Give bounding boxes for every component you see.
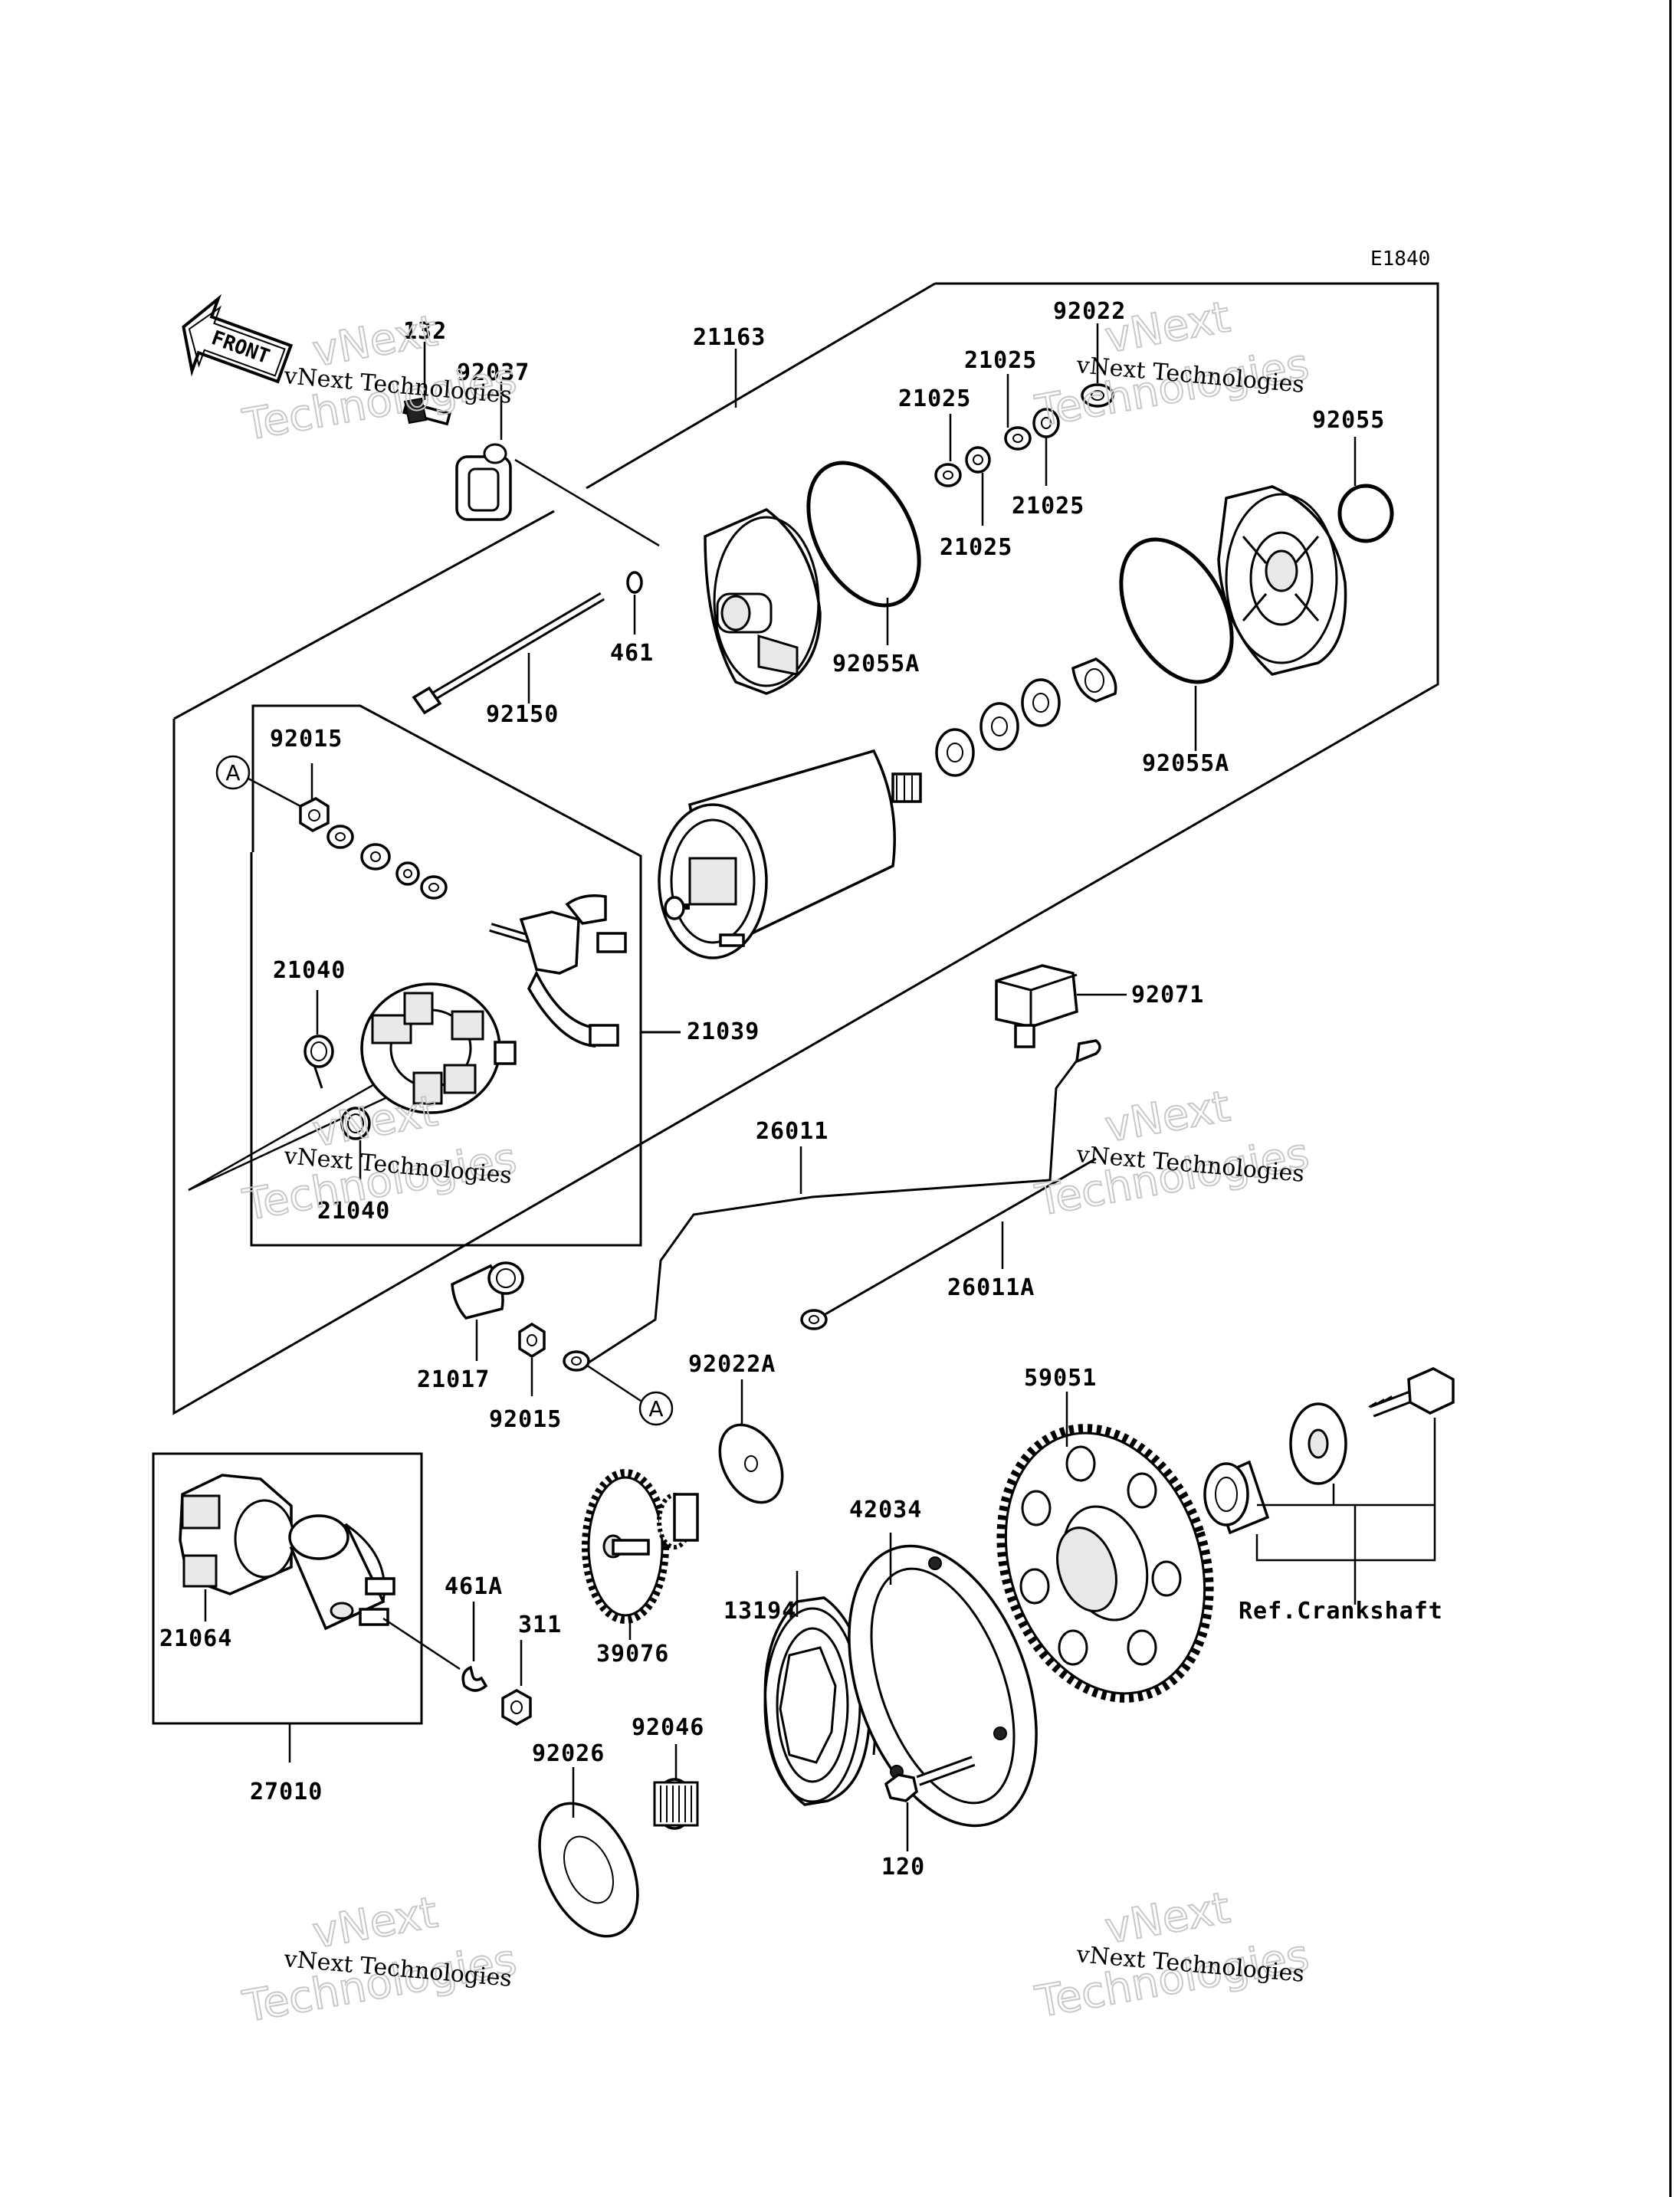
watermark-top-left: vNext Technologies vNext Technologies: [238, 305, 521, 451]
o-ring-92055: [1337, 484, 1394, 543]
o-ring-92055A-upper: [806, 461, 921, 608]
lead-26011: [586, 1047, 1090, 1366]
shaft-shims: [935, 657, 1117, 777]
outline-edge-top-left: [173, 510, 555, 720]
label-59051: 59051: [1024, 1365, 1097, 1392]
label-21040-b: 21040: [317, 1198, 390, 1225]
label-39076: 39076: [596, 1641, 669, 1667]
washer-461: [626, 571, 643, 594]
label-92055: 92055: [1312, 407, 1385, 434]
clutch-housing-42034: [848, 1544, 1038, 1828]
motor-yoke: [658, 749, 922, 959]
washers-21025: [934, 408, 1060, 487]
long-bolt-92150: [412, 592, 605, 715]
callout-a-lower: [638, 1391, 674, 1426]
rear-end-cover: [1217, 485, 1347, 676]
label-21025-d: 21025: [1012, 493, 1084, 520]
watermark-bottom-right: vNext Technologies vNext Technologies: [1031, 1882, 1314, 2028]
idle-gear-39076: [582, 1469, 699, 1624]
label-21040-a: 21040: [273, 957, 346, 984]
label-21025-c: 21025: [964, 347, 1037, 374]
ref-crankshaft-bracket: [1255, 1418, 1436, 1562]
label-13194: 13194: [724, 1598, 796, 1625]
bracket-92037: [455, 443, 512, 521]
label-92055A-upper: 92055A: [832, 651, 920, 677]
page-edge-bar: [1669, 0, 1680, 2197]
label-92022A: 92022A: [688, 1351, 776, 1378]
solenoid-box: [152, 1452, 423, 1725]
crankshaft-bolt: [1368, 1367, 1455, 1418]
label-92055A-lower: 92055A: [1142, 750, 1229, 777]
brush-spring-21040-a: [304, 1035, 334, 1089]
callout-a-upper-letter: A: [225, 760, 240, 785]
brush-pointer-line-1: [188, 1069, 399, 1192]
terminal-cap-92071: [995, 964, 1078, 1048]
label-42034: 42034: [849, 1497, 922, 1523]
label-92150: 92150: [486, 701, 559, 728]
label-26011: 26011: [756, 1118, 829, 1145]
callout-a-lower-letter: A: [648, 1396, 663, 1421]
solenoid-cover-21064: [179, 1474, 295, 1595]
label-461: 461: [610, 640, 654, 667]
bolt-120: [884, 1756, 976, 1802]
brush-holder-nuts-washers: [299, 796, 448, 900]
svg-text:vNext: vNext: [1101, 1081, 1233, 1152]
brush-pointer-line-2: [188, 1090, 399, 1192]
solenoid-body-27010: [288, 1514, 395, 1631]
lock-washer-461A: [461, 1665, 488, 1692]
label-21064: 21064: [159, 1625, 232, 1652]
starter-assembly-outline: [172, 282, 1439, 1415]
label-132: 132: [403, 318, 447, 345]
starter-gear-59051: [996, 1424, 1214, 1703]
label-92015-a: 92015: [270, 726, 343, 753]
front-arrow-icon: FRONT: [182, 293, 294, 384]
label-26011A: 26011A: [947, 1274, 1035, 1301]
label-27010: 27010: [250, 1779, 323, 1805]
svg-text:vNext: vNext: [309, 1887, 441, 1958]
label-92022: 92022: [1053, 298, 1126, 325]
label-311: 311: [518, 1612, 562, 1638]
bracket-mount-line: [514, 458, 660, 547]
label-21025-a: 21025: [898, 385, 971, 412]
watermark-bottom-left: vNext Technologies vNext Technologies: [238, 1887, 521, 2033]
needle-bearing-92046: [653, 1778, 699, 1830]
label-ref-crankshaft: Ref.Crankshaft: [1239, 1598, 1443, 1625]
o-ring-92055A-lower: [1119, 537, 1234, 684]
diagram-code: E1840: [1370, 248, 1430, 271]
label-21163: 21163: [693, 324, 766, 351]
boot-21017: [451, 1261, 524, 1320]
watermark-middle-right: vNext Technologies vNext Technologies: [1031, 1080, 1314, 1227]
brush-terminal-bolt: [489, 894, 627, 1048]
lead-26011A: [823, 1157, 1097, 1317]
label-92026: 92026: [532, 1740, 605, 1767]
label-92015-b: 92015: [489, 1406, 562, 1433]
brush-holder-plate: [360, 982, 517, 1114]
label-21017: 21017: [417, 1366, 490, 1393]
label-120: 120: [881, 1854, 925, 1881]
label-21025-b: 21025: [940, 534, 1012, 561]
solenoid-terminal-line: [382, 1617, 461, 1671]
callout-a-upper-leader: [248, 777, 301, 808]
svg-text:vNext: vNext: [1101, 1883, 1233, 1953]
starter-clutch-13194: [763, 1596, 877, 1806]
front-end-cover: [704, 507, 822, 695]
label-92046: 92046: [632, 1714, 704, 1741]
label-21039: 21039: [687, 1018, 760, 1045]
label-92071: 92071: [1131, 982, 1204, 1008]
crankshaft-collar: [1203, 1460, 1270, 1535]
brush-holder-outline: [250, 704, 642, 1247]
label-461A: 461A: [445, 1573, 503, 1600]
crankshaft-washer: [1289, 1402, 1347, 1485]
brush-spring-21040-b: [340, 1107, 371, 1140]
callout-a-upper: [215, 755, 251, 790]
screw-132: [402, 397, 451, 426]
outline-edge-top: [586, 282, 936, 490]
callout-a-lower-leader: [582, 1361, 641, 1402]
label-92037: 92037: [457, 359, 530, 386]
